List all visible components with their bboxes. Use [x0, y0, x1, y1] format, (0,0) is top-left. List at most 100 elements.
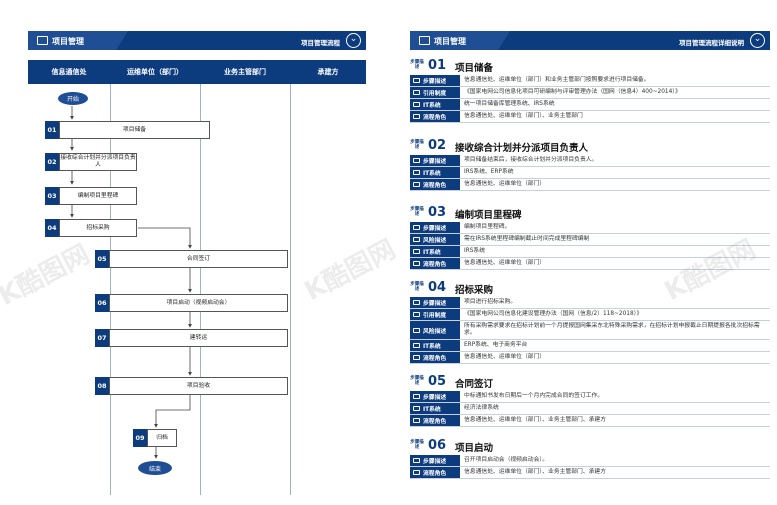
- detail-value: 信息通信处、运维单位（部门）: [464, 260, 546, 266]
- row-icon: [413, 343, 420, 348]
- detail-row: 步骤描述中标通知书发布日期后一个月内完成合同的签订工作。: [410, 391, 770, 403]
- detail-key: 步骤描述: [410, 75, 460, 86]
- flow-step-box: 编制项目里程碑: [59, 187, 137, 205]
- detail-key: 流程角色: [410, 352, 460, 363]
- detail-row: 流程角色信息通信处、运维单位（部门）: [410, 352, 770, 364]
- step-number: 09: [133, 429, 147, 447]
- step-number: 05: [428, 374, 447, 389]
- detail-value: 统一项目储备库管理系统、IRS系统: [464, 101, 555, 107]
- detail-key: 步骤描述: [410, 455, 460, 466]
- detail-key: 步骤描述: [410, 391, 460, 402]
- detail-row: IT系统统一项目储备库管理系统、IRS系统: [410, 99, 770, 111]
- flow-step-box: 合同签订: [109, 250, 288, 268]
- briefcase-icon: [419, 36, 430, 45]
- detail-row: 流程角色信息通信处、运维单位（部门）: [410, 179, 770, 191]
- step-number: 08: [95, 377, 109, 395]
- detail-key: IT系统: [410, 340, 460, 351]
- detail-key: IT系统: [410, 167, 460, 178]
- detail-key: 步骤描述: [410, 297, 460, 308]
- step-number: 03: [428, 205, 447, 220]
- step-number: 07: [95, 329, 109, 347]
- flow-step-box: 建转运: [109, 329, 288, 347]
- row-icon: [413, 225, 420, 230]
- row-icon: [413, 261, 420, 266]
- detail-value: 项目进行招标采购。: [464, 299, 517, 305]
- row-icon: [413, 355, 420, 360]
- step-number: 02: [45, 153, 59, 171]
- detail-key: 风险描述: [410, 321, 460, 339]
- chevron-down-icon[interactable]: ⌄: [346, 33, 361, 48]
- detail-key: 流程角色: [410, 179, 460, 190]
- step-label: 步骤描述: [410, 440, 424, 450]
- right-header-bar: 项目管理 项目管理流程详细说明 ⌄: [410, 31, 770, 50]
- detail-value: 信息通信处、运维单位（部门）: [464, 354, 546, 360]
- row-icon: [413, 158, 420, 163]
- detail-value: 信息通信处、运维单位（部门）和业务主管部门按照要求进行项目储备。: [464, 77, 650, 83]
- flow-connectors: [70, 106, 192, 459]
- detail-row: 步骤描述编制项目里程碑。: [410, 222, 770, 234]
- row-icon: [413, 249, 420, 254]
- detail-row: 步骤描述项目储备结束后，接收综合计划并分派项目负责人。: [410, 155, 770, 167]
- row-icon: [413, 90, 420, 95]
- detail-row: 步骤描述项目进行招标采购。: [410, 297, 770, 309]
- detail-value: 《国家电网公司信息化项目可研编制与评审管理办法（国网（信息4）400~2014）…: [464, 89, 681, 95]
- detail-row: 步骤描述信息通信处、运维单位（部门）和业务主管部门按照要求进行项目储备。: [410, 75, 770, 87]
- step-heading: 步骤描述 01 项目储备: [410, 58, 770, 75]
- row-icon: [413, 458, 420, 463]
- row-icon: [413, 300, 420, 305]
- lane-header-4: 承建方: [317, 68, 339, 76]
- detail-value: ERP系统、电子商务平台: [464, 342, 528, 348]
- step-label: 步骤描述: [410, 60, 424, 70]
- detail-row: 风险描述需在IRS系统里程碑编制截止时间完成里程碑编制: [410, 234, 770, 246]
- step-number: 02: [428, 138, 447, 153]
- lane-header-2: 运维单位（部门）: [127, 68, 183, 76]
- flow-step-box: 招标采购: [59, 219, 137, 237]
- detail-key: 步骤描述: [410, 222, 460, 233]
- detail-value: 需在IRS系统里程碑编制截止时间完成里程碑编制: [464, 236, 590, 242]
- detail-row: IT系统 ERP系统、电子商务平台: [410, 340, 770, 352]
- row-icon: [413, 114, 420, 119]
- flow-step-box: 接收综合计划并分派项目负责人: [59, 153, 137, 171]
- flow-step-box: 归档: [147, 429, 177, 447]
- step-name: 项目启动: [455, 443, 494, 454]
- detail-row: 风险描述所有采购需求要求在招标计划前一个月提报国网集采东北特殊采购需求，在招标计…: [410, 321, 770, 340]
- detail-value: 《国家电网公司信息化建设管理办法（国网（信息/2）118~2018）》: [464, 311, 643, 317]
- chevron-down-icon[interactable]: ⌄: [750, 33, 765, 48]
- step-number: 01: [428, 58, 447, 73]
- detail-value: IRS系统: [464, 248, 486, 254]
- step-name: 招标采购: [455, 285, 494, 296]
- row-icon: [413, 406, 420, 411]
- flow-step-box: 项目储备: [59, 121, 210, 139]
- detail-row: IT系统经济法律系统: [410, 403, 770, 415]
- detail-value: 项目储备结束后，接收综合计划并分派项目负责人。: [464, 157, 598, 163]
- left-header-title: 项目管理: [52, 37, 84, 46]
- detail-key: 引用制度: [410, 87, 460, 98]
- step-name: 项目储备: [455, 63, 494, 74]
- detail-row: 引用制度《国家电网公司信息化建设管理办法（国网（信息/2）118~2018）》: [410, 309, 770, 321]
- detail-value: 信息通信处、运维单位（部门）、业务主管部门、承建方: [464, 469, 607, 475]
- end-node: 结束: [138, 461, 172, 475]
- lane-divider: [290, 84, 291, 495]
- row-icon: [413, 170, 420, 175]
- detail-value: 信息通信处、运维单位（部门）: [464, 181, 546, 187]
- row-icon: [413, 470, 420, 475]
- step-label: 步骤描述: [410, 282, 424, 292]
- detail-value: 经济法律系统: [464, 405, 499, 411]
- step-label: 步骤描述: [410, 140, 424, 150]
- detail-key: 风险描述: [410, 234, 460, 245]
- row-icon: [413, 237, 420, 242]
- detail-row: 流程角色信息通信处、运维单位（部门）、业务主管部门、承建方: [410, 415, 770, 427]
- step-label: 步骤描述: [410, 207, 424, 217]
- detail-value: 所有采购需求要求在招标计划前一个月提报国网集采东北特殊采购需求，在招标计划申报截…: [464, 323, 760, 336]
